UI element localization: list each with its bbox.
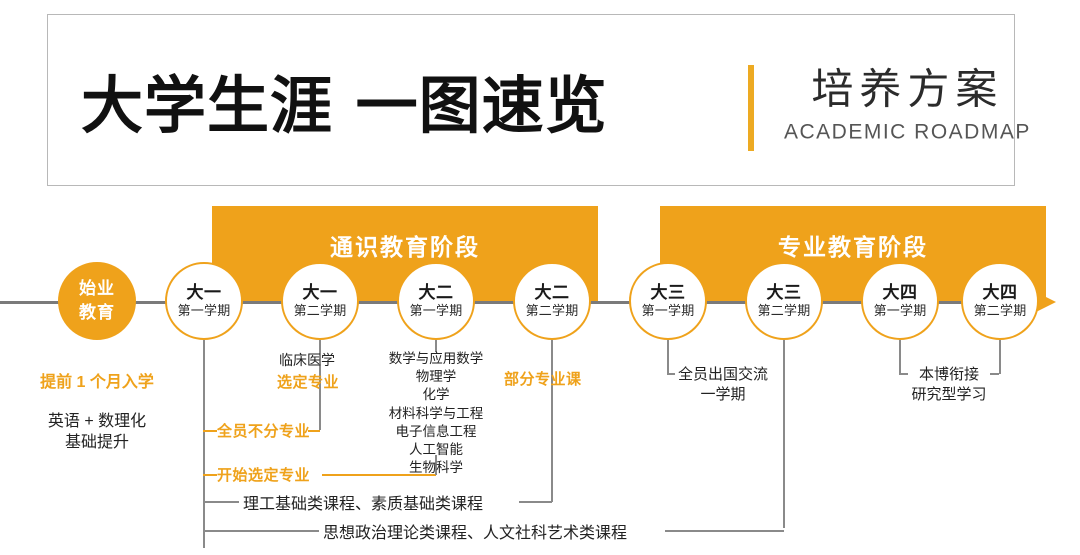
connector-year4-term1-drop	[899, 340, 901, 374]
annotation-overseas-exchange: 全员出国交流 一学期	[655, 365, 791, 406]
node-year4-term1[interactable]: 大四 第一学期	[861, 262, 939, 340]
node-start-education[interactable]: 始业 教育	[58, 262, 136, 340]
subtitle-english: ACADEMIC ROADMAP	[784, 120, 1031, 144]
node-year: 大四	[882, 282, 918, 302]
node-term: 第一学期	[873, 303, 927, 319]
node-term: 第二学期	[757, 303, 811, 319]
node-year: 大四	[982, 282, 1018, 302]
connector-research-elbow-left	[899, 373, 908, 375]
node-year: 大一	[302, 282, 338, 302]
major-item: 化学	[422, 387, 450, 403]
header-divider	[748, 65, 754, 151]
connector-begin-selection-right	[322, 474, 436, 476]
connector-no-major-left-tick	[203, 430, 217, 432]
start-highlight-text: 提前 1 个月入学	[40, 374, 154, 391]
start-body-line-2: 基础提升	[64, 434, 129, 452]
node-year1-term2[interactable]: 大一 第二学期	[281, 262, 359, 340]
connector-year3-term2-spine	[783, 340, 785, 528]
node-term: 教育	[79, 302, 115, 322]
research-line-1: 本博衔接	[918, 366, 979, 383]
node-term: 第一学期	[177, 303, 231, 319]
connector-research-elbow-right	[990, 373, 999, 375]
connector-no-major-right-tick	[308, 430, 320, 432]
header-box: 大学生涯 一图速览 培养方案 ACADEMIC ROADMAP	[47, 14, 1029, 186]
label-no-major-division: 全员不分专业	[217, 423, 311, 440]
exchange-line-1: 全员出国交流	[677, 366, 768, 383]
major-item: 生物科学	[409, 460, 463, 476]
connector-year1-term2-drop	[319, 340, 321, 430]
stage-banner-label: 通识教育阶段	[330, 234, 480, 260]
connector-year2-term2-spine	[551, 340, 553, 502]
major-item: 数学与应用数学	[388, 351, 484, 366]
exchange-line-2: 一学期	[700, 386, 746, 404]
annotation-start-education: 提前 1 个月入学 英语 + 数理化 基础提升	[17, 372, 177, 454]
node-term: 第二学期	[973, 303, 1027, 319]
connector-majors-down-to-selection	[435, 455, 437, 475]
node-year3-term1[interactable]: 大三 第一学期	[629, 262, 707, 340]
node-year: 大二	[534, 282, 570, 302]
node-year: 大一	[186, 282, 222, 302]
connector-year1-term1-spine	[203, 340, 205, 548]
connector-year3-term1-drop	[667, 340, 669, 374]
label-course-band-1: 理工基础类课程、素质基础类课程	[243, 496, 484, 513]
start-body-line-1: 英语 + 数理化	[47, 412, 147, 430]
connector-exchange-elbow	[667, 373, 675, 375]
label-begin-major-selection: 开始选定专业	[217, 467, 311, 484]
major-item: 电子信息工程	[395, 423, 477, 439]
node-year: 始业	[79, 279, 115, 299]
node-year4-term2[interactable]: 大四 第二学期	[961, 262, 1039, 340]
major-item: 材料科学与工程	[388, 405, 484, 421]
connector-course-band-1-left	[203, 501, 239, 503]
major-item: 人工智能	[409, 442, 463, 458]
node-term: 第一学期	[409, 303, 463, 319]
research-line-2: 研究型学习	[911, 386, 987, 404]
node-term: 第二学期	[293, 303, 347, 319]
connector-year4-term2-drop	[999, 340, 1001, 374]
timeline-arrow-icon	[1036, 292, 1056, 312]
node-year: 大二	[418, 282, 454, 302]
page-title: 大学生涯 一图速览	[81, 69, 608, 142]
node-term: 第一学期	[641, 303, 695, 319]
node-year: 大三	[650, 282, 686, 302]
connector-course-band-2-right	[665, 530, 784, 532]
node-term: 第二学期	[525, 303, 579, 319]
node-year2-term2[interactable]: 大二 第二学期	[513, 262, 591, 340]
node-year3-term2[interactable]: 大三 第二学期	[745, 262, 823, 340]
stage-banner-label: 专业教育阶段	[778, 234, 928, 260]
annotation-research-track: 本博衔接 研究型学习	[885, 365, 1013, 406]
header-subtitle-group: 培养方案 ACADEMIC ROADMAP	[784, 56, 1031, 145]
label-select-major: 选定专业	[277, 374, 340, 391]
node-year: 大三	[766, 282, 802, 302]
major-item: 物理学	[415, 369, 457, 385]
connector-begin-selection-left-tick	[203, 474, 217, 476]
subtitle-chinese: 培养方案	[811, 65, 1004, 113]
node-year2-term1[interactable]: 大二 第一学期	[397, 262, 475, 340]
connector-year2-term1-drop	[435, 340, 437, 352]
connector-course-band-2-left	[203, 530, 319, 532]
annotation-majors-list: 数学与应用数学 物理学 化学 材料科学与工程 电子信息工程 人工智能 生物科学	[366, 350, 506, 478]
label-partial-major-courses: 部分专业课	[504, 371, 582, 388]
connector-course-band-1-right	[519, 501, 552, 503]
label-course-band-2: 思想政治理论类课程、人文社科艺术类课程	[323, 525, 628, 542]
label-clinical-major: 临床医学	[279, 352, 335, 368]
node-year1-term1[interactable]: 大一 第一学期	[165, 262, 243, 340]
